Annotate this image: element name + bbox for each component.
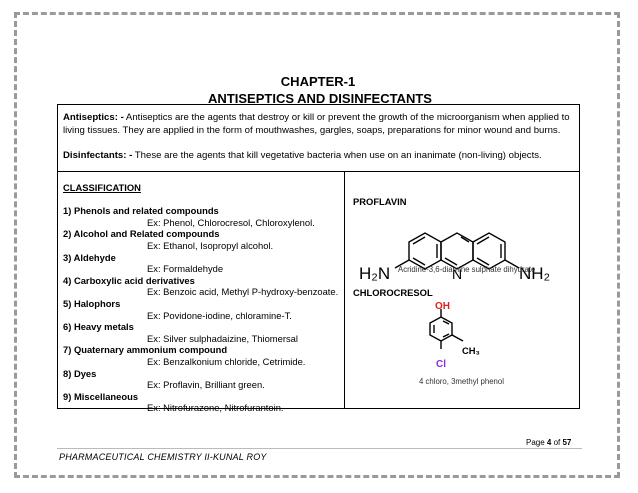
- chlorocresol-caption: 4 chloro, 3methyl phenol: [419, 377, 504, 386]
- chlorocresol-ring: [429, 316, 453, 342]
- page-separator: of: [551, 438, 563, 447]
- proflavin-caption: Acridine-3,6-diamine sulphate dihydrate: [398, 265, 535, 274]
- chlorocresol-ch3: CH₃: [462, 345, 480, 356]
- chlorocresol-structure: [429, 309, 464, 349]
- classification-table: CLASSIFICATION 1) Phenols and related co…: [57, 172, 580, 413]
- classification-item: 1) Phenols and related compounds: [63, 205, 219, 217]
- proflavin-right-group: NH₂: [519, 264, 550, 283]
- footer-rule: [57, 448, 582, 449]
- proflavin-label: PROFLAVIN: [353, 196, 407, 207]
- page-total: 57: [562, 438, 572, 447]
- proflavin-structure: [394, 232, 520, 270]
- classification-item: 5) Halophors: [63, 297, 121, 309]
- structures-drawing: H₂N N NH₂ Acridine-3,6-diamine sulphate …: [359, 232, 550, 386]
- classification-item: 2) Alcohol and Related compounds: [63, 228, 220, 240]
- classification-example: Ex: Silver sulphadaizine, Thiomersal: [147, 332, 298, 344]
- proflavin-ring-right: [472, 232, 506, 270]
- definitions-box: Antiseptics: - Antiseptics are the agent…: [57, 104, 580, 172]
- page-current: 4: [546, 438, 552, 447]
- proflavin-ring-nitrogen: N: [452, 266, 462, 282]
- proflavin-left-group: H₂N: [359, 264, 390, 283]
- classification-item: 8) Dyes: [63, 367, 97, 379]
- classification-example: Ex: Nitrofurazone, Nitrofurantoin.: [147, 402, 284, 414]
- disinfectants-definition: Disinfectants: - These are the agents th…: [63, 149, 575, 162]
- page-number: Page 4 of 57: [526, 438, 571, 447]
- classification-example: Ex: Phenol, Chlorocresol, Chloroxylenol.: [147, 216, 315, 228]
- page-border: [14, 12, 620, 478]
- classification-item: 6) Heavy metals: [63, 321, 134, 333]
- chlorocresol-oh: OH: [435, 301, 450, 312]
- classification-item: 3) Aldehyde: [63, 251, 116, 263]
- classification-heading: CLASSIFICATION: [63, 182, 141, 193]
- classification-item: 9) Miscellaneous: [63, 390, 139, 402]
- classification-example: Ex: Ethanol, Isopropyl alcohol.: [147, 239, 274, 251]
- classification-item: 4) Carboxylic acid derivatives: [63, 274, 195, 286]
- classification-example: Ex: Benzoic acid, Methyl P-hydroxy-benzo…: [147, 286, 339, 298]
- antiseptics-term: Antiseptics: -: [63, 112, 124, 123]
- column-divider: [344, 172, 345, 408]
- chapter-title: ANTISEPTICS AND DISINFECTANTS: [208, 91, 432, 106]
- classification-example: Ex: Benzalkonium chloride, Cetrimide.: [147, 355, 306, 367]
- disinfectants-term: Disinfectants: -: [63, 150, 133, 161]
- proflavin-ring-middle: [440, 232, 474, 270]
- chapter-number: CHAPTER-1: [280, 74, 356, 89]
- classification-column: CLASSIFICATION 1) Phenols and related co…: [63, 182, 343, 414]
- proflavin-ring-left: [408, 232, 442, 270]
- classification-item: 7) Quaternary ammonium compound: [63, 344, 228, 356]
- page-prefix: Page: [526, 438, 547, 447]
- disinfectants-text: These are the agents that kill vegetativ…: [132, 150, 542, 161]
- chlorocresol-label: CHLOROCRESOL: [353, 287, 433, 298]
- classification-example: Ex: Povidone-iodine, chloramine-T.: [147, 309, 292, 321]
- antiseptics-text: Antiseptics are the agents that destroy …: [63, 112, 570, 136]
- footer-course: PHARMACEUTICAL CHEMISTRY II-KUNAL ROY: [59, 452, 267, 462]
- chapter-header: CHAPTER-1 ANTISEPTICS AND DISINFECTANTS: [0, 73, 638, 107]
- classification-example: Ex: Formaldehyde: [147, 263, 224, 275]
- classification-example: Ex: Proflavin, Brilliant green.: [147, 379, 265, 391]
- chlorocresol-cl: Cl: [436, 359, 446, 370]
- antiseptics-definition: Antiseptics: - Antiseptics are the agent…: [63, 111, 575, 137]
